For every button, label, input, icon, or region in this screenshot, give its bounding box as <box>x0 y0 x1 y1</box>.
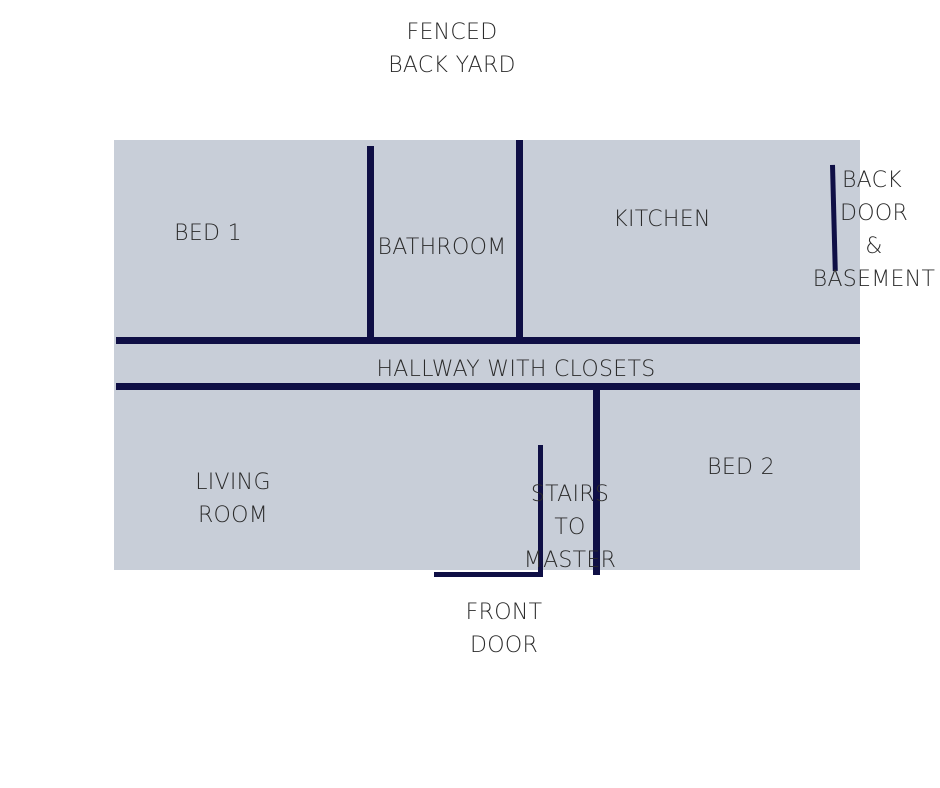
back-door-line-1: BACK <box>841 168 903 193</box>
back-yard-line-1: FENCED <box>406 20 498 45</box>
bathroom-label: BATHROOM <box>377 235 507 260</box>
wall-hallway-top <box>116 337 860 344</box>
back-door-line-3: & <box>865 234 883 259</box>
wall-bed1-bathroom <box>367 146 374 342</box>
living-room-label: LIVING ROOM <box>173 466 293 532</box>
back-yard-label: FENCED BACK YARD <box>362 16 542 82</box>
stairs-label: STAIRS TO MASTER <box>515 478 625 577</box>
stairs-line-3: MASTER <box>523 548 617 573</box>
back-door-label: BACK DOOR & BASEMENT <box>812 164 936 296</box>
back-door-line-4: BASEMENT <box>812 267 936 292</box>
hallway-label: HALLWAY WITH CLOSETS <box>376 357 656 382</box>
wall-bathroom-kitchen <box>516 140 523 342</box>
bed1-label: BED 1 <box>174 221 242 246</box>
stairs-line-2: TO <box>554 515 586 540</box>
back-door-line-2: DOOR <box>839 201 909 226</box>
stairs-line-1: STAIRS <box>530 482 610 507</box>
wall-stairs-left <box>538 445 543 577</box>
kitchen-label: KITCHEN <box>613 207 711 232</box>
front-door-label: FRONT DOOR <box>434 596 574 662</box>
wall-front-door <box>434 572 542 577</box>
back-yard-line-2: BACK YARD <box>388 53 516 78</box>
front-door-line-2: DOOR <box>469 633 539 658</box>
wall-stairs-bed2 <box>593 388 600 575</box>
floor-plan <box>114 140 860 570</box>
front-door-line-1: FRONT <box>465 600 543 625</box>
living-room-line-1: LIVING <box>195 470 271 495</box>
living-room-line-2: ROOM <box>197 503 269 528</box>
bed2-label: BED 2 <box>707 455 775 480</box>
wall-hallway-bottom <box>116 383 860 390</box>
